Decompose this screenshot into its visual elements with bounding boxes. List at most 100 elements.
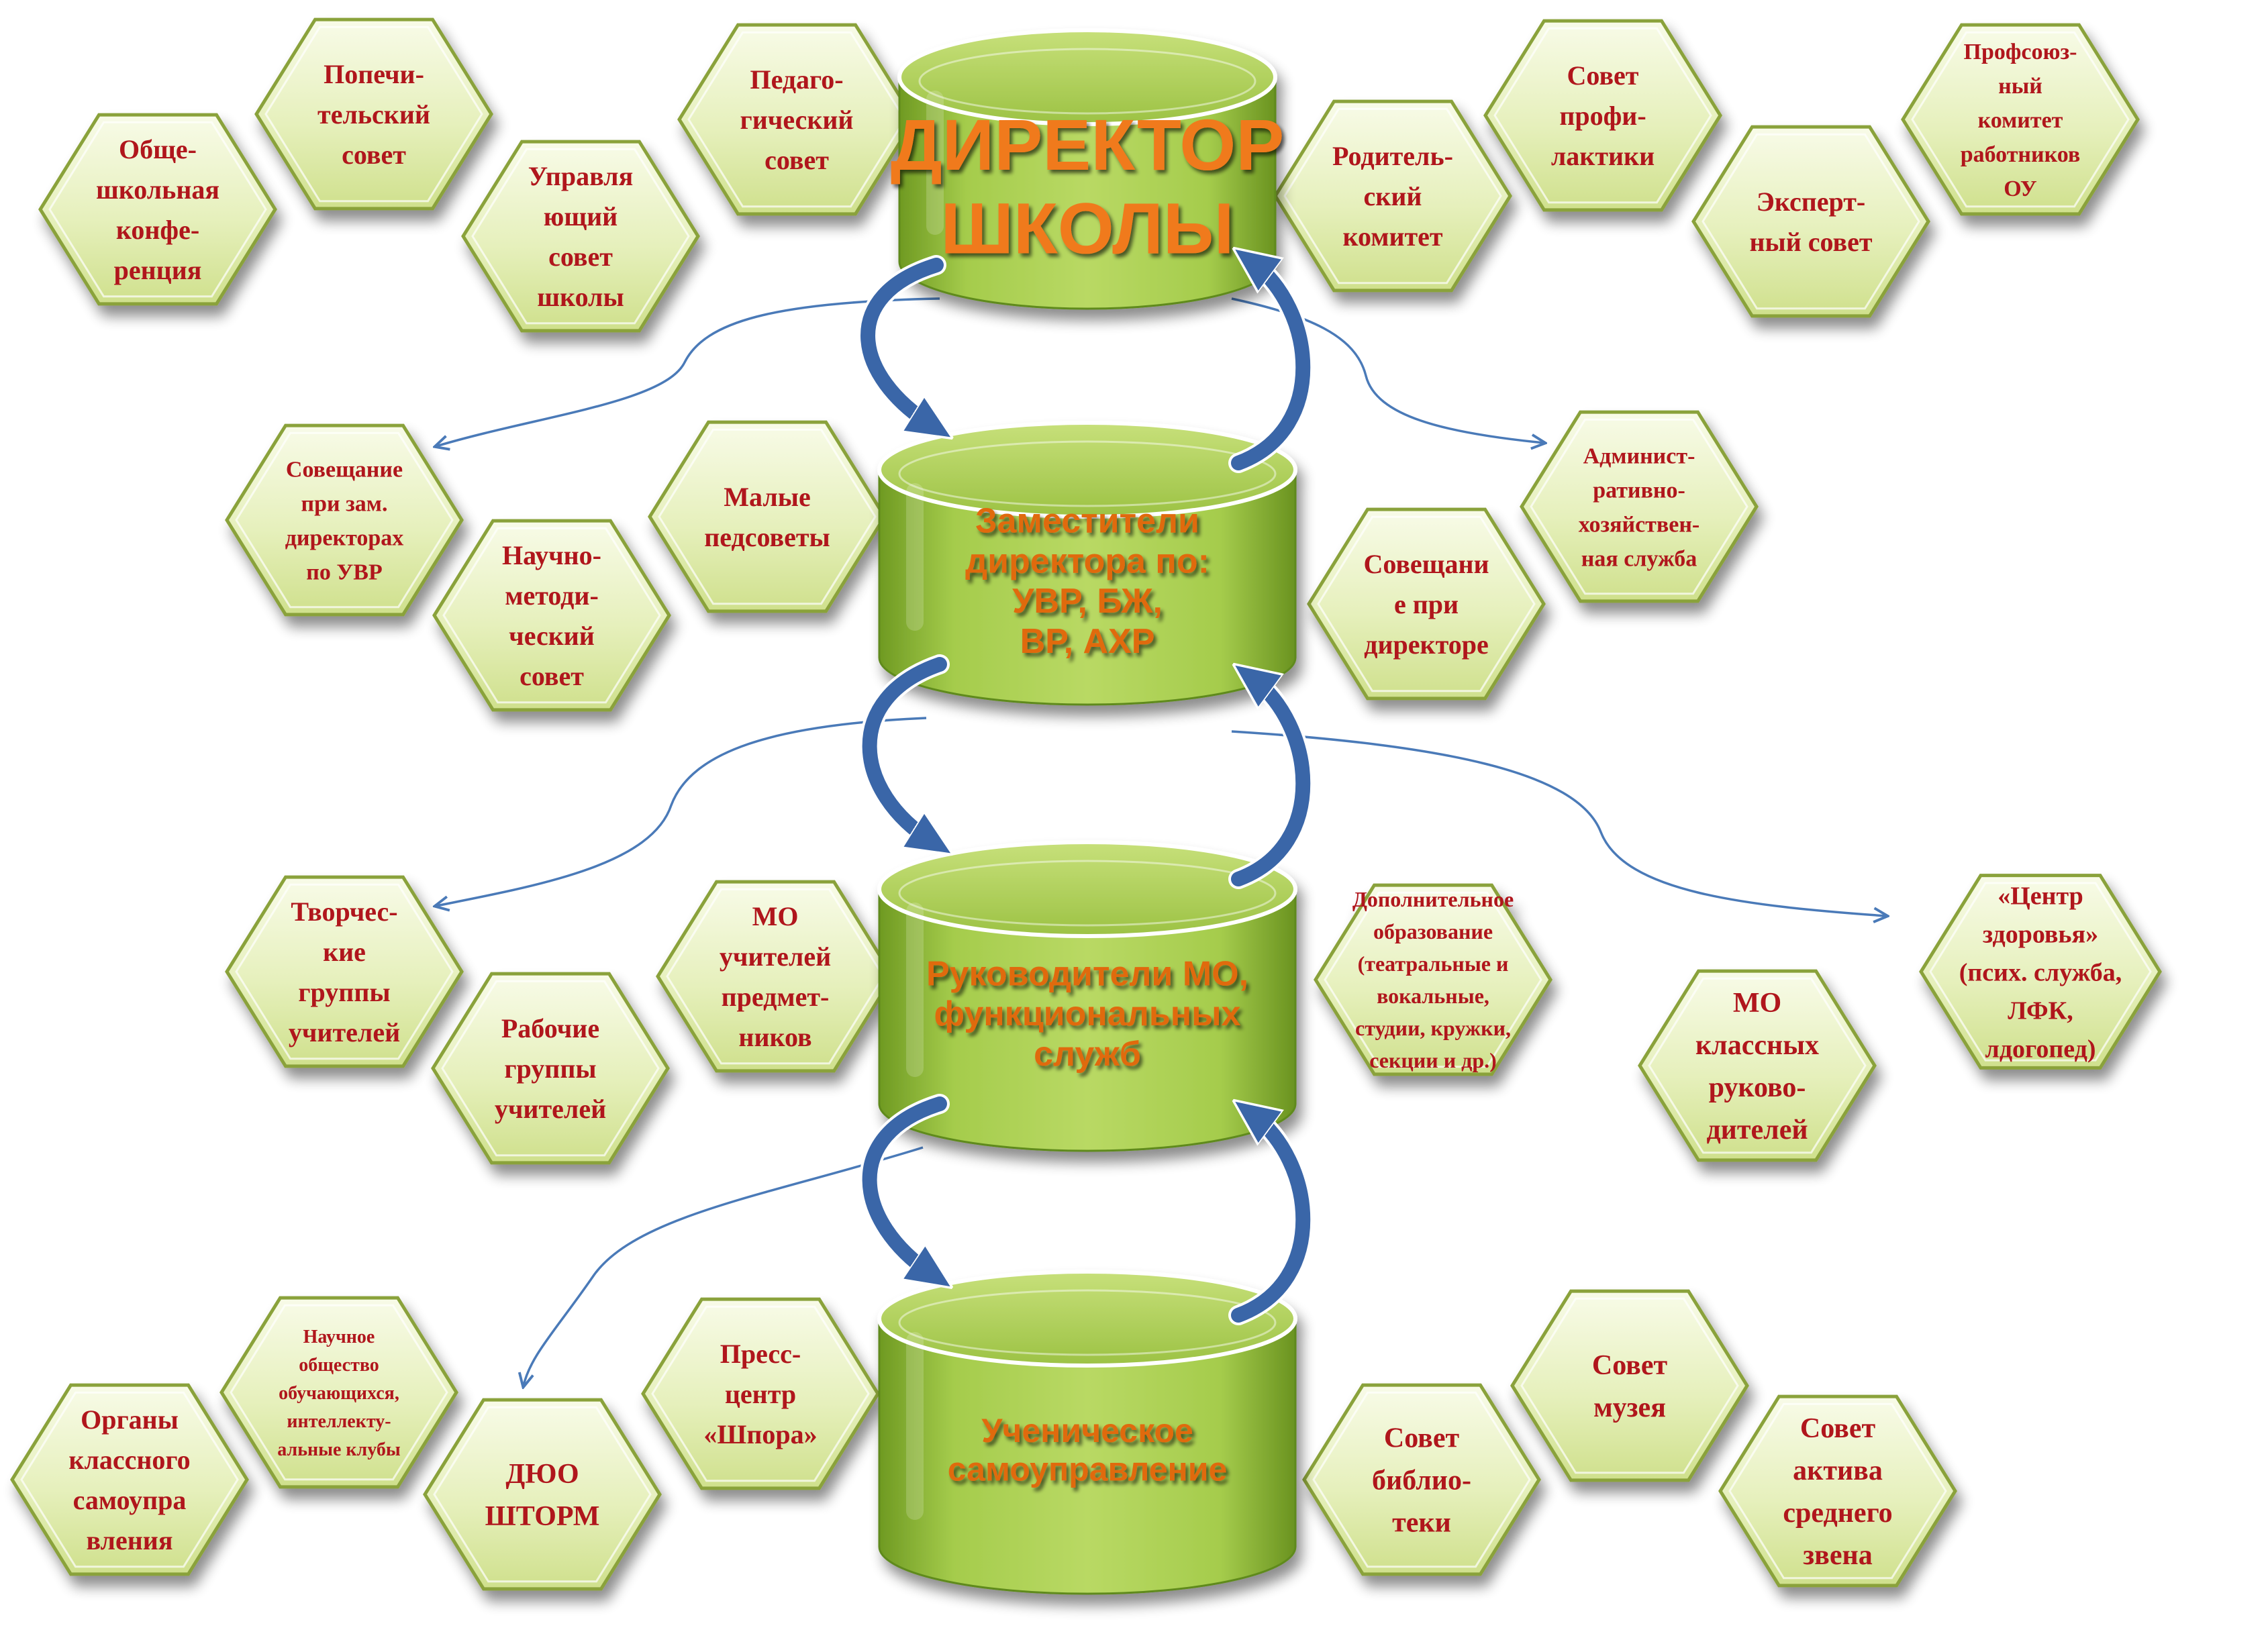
cycle-down-1 bbox=[860, 258, 936, 426]
hex-shape bbox=[1691, 125, 1930, 318]
hex-label-line: библио- bbox=[1372, 1466, 1471, 1496]
hex-admin-service: Админист-ративно-хозяйствен-ная служба bbox=[1520, 410, 1759, 603]
hex-label-line: Админист- bbox=[1583, 444, 1695, 468]
hex-highlight bbox=[1324, 891, 1542, 1068]
hex-highlight bbox=[1530, 418, 1748, 595]
hex-label-line: ШТОРМ bbox=[485, 1501, 600, 1532]
hex-label-line: тельский bbox=[317, 99, 430, 130]
hex-label-line: ДЮО bbox=[505, 1459, 579, 1490]
hex-label-line: Совещание bbox=[286, 457, 403, 482]
hex-label: Админист-ративно-хозяйствен-ная служба bbox=[1579, 444, 1700, 571]
hex-label-line: кие bbox=[323, 937, 366, 967]
hex-label-line: работников bbox=[1961, 142, 2081, 167]
hex-label-line: по УВР bbox=[306, 560, 383, 584]
hex-label-line: Попечи- bbox=[324, 59, 424, 89]
hex-shape bbox=[1314, 883, 1552, 1076]
cylinder-gloss bbox=[926, 91, 944, 235]
hex-highlight bbox=[1728, 1402, 1947, 1580]
hex-label-line: Совет bbox=[1567, 60, 1639, 91]
hex-expert-council: Эксперт-ный совет bbox=[1691, 125, 1930, 318]
hex-highlight bbox=[235, 431, 454, 609]
hex-highlight bbox=[441, 980, 660, 1157]
hex-highlight bbox=[658, 428, 877, 605]
cylinder-label-line: Руководители МО, bbox=[926, 954, 1248, 993]
hex-highlight bbox=[20, 1391, 239, 1568]
hex-shape bbox=[1510, 1289, 1749, 1482]
hex-label-line: ЛФК, bbox=[2008, 996, 2073, 1025]
hex-duo-storm: ДЮО ШТОРМ bbox=[423, 1398, 662, 1591]
hex-shape bbox=[677, 23, 916, 216]
hex-label-line: ОУ bbox=[2004, 176, 2037, 201]
hex-highlight bbox=[666, 888, 885, 1065]
hex-highlight bbox=[687, 31, 906, 208]
hex-shape bbox=[225, 423, 464, 617]
hex-highlight bbox=[651, 1305, 870, 1482]
hex-label-line: вокальные, bbox=[1377, 984, 1489, 1008]
cylinder-label-line: ВР, АХР bbox=[1020, 622, 1155, 661]
hex-highlight bbox=[48, 121, 267, 298]
hex-label-line: ная служба bbox=[1581, 546, 1697, 571]
hex-shape bbox=[1718, 1394, 1957, 1588]
conn-deputies-left bbox=[436, 717, 927, 906]
hex-highlight bbox=[442, 527, 661, 704]
hex-label-line: обучающихся, bbox=[279, 1383, 399, 1404]
cylinder-top-rim bbox=[918, 48, 1256, 115]
conn-deputies-right bbox=[1231, 730, 1886, 916]
cylinder-heads bbox=[877, 840, 1297, 1152]
hex-label-line: Дополнительное bbox=[1352, 887, 1514, 911]
hex-shape bbox=[432, 519, 671, 712]
hex-highlight bbox=[1911, 31, 2130, 208]
hex-label-line: Родитель- bbox=[1332, 141, 1453, 171]
conn-deputies-right-halo bbox=[1231, 729, 1887, 919]
hex-label-line: Органы bbox=[81, 1404, 179, 1435]
hex-shape bbox=[1302, 1383, 1541, 1576]
hex-label-line: учителей bbox=[720, 941, 831, 972]
hex-label-line: секции и др.) bbox=[1369, 1048, 1497, 1072]
hex-label: Эксперт-ный совет bbox=[1749, 187, 1872, 257]
hex-label-line: руково- bbox=[1709, 1072, 1806, 1103]
hex-label-line: ников bbox=[738, 1022, 811, 1052]
hex-label-line: школы bbox=[537, 282, 624, 312]
cylinder-top-rim bbox=[898, 860, 1277, 927]
hex-label-line: совет bbox=[548, 242, 613, 272]
hex-label-line: при зам. bbox=[301, 491, 388, 516]
hex-label-line: ческий bbox=[509, 621, 595, 651]
hex-label-line: директорах bbox=[285, 525, 404, 550]
hex-shape bbox=[641, 1297, 880, 1490]
cylinder-gloss bbox=[906, 483, 924, 631]
hex-label-line: Управля bbox=[528, 161, 634, 191]
conn-heads-left bbox=[524, 1146, 924, 1386]
hex-label-line: классных bbox=[1695, 1030, 1819, 1061]
hex-highlight bbox=[1648, 977, 1867, 1154]
cycle-up-2 bbox=[1238, 678, 1311, 886]
cycle-up-3 bbox=[1238, 1114, 1311, 1323]
hex-label-line: звена bbox=[1803, 1540, 1872, 1571]
cylinder-gloss bbox=[906, 1332, 924, 1520]
conn-deputies-left-halo bbox=[436, 715, 927, 909]
hex-label-line: самоупра bbox=[73, 1485, 187, 1515]
